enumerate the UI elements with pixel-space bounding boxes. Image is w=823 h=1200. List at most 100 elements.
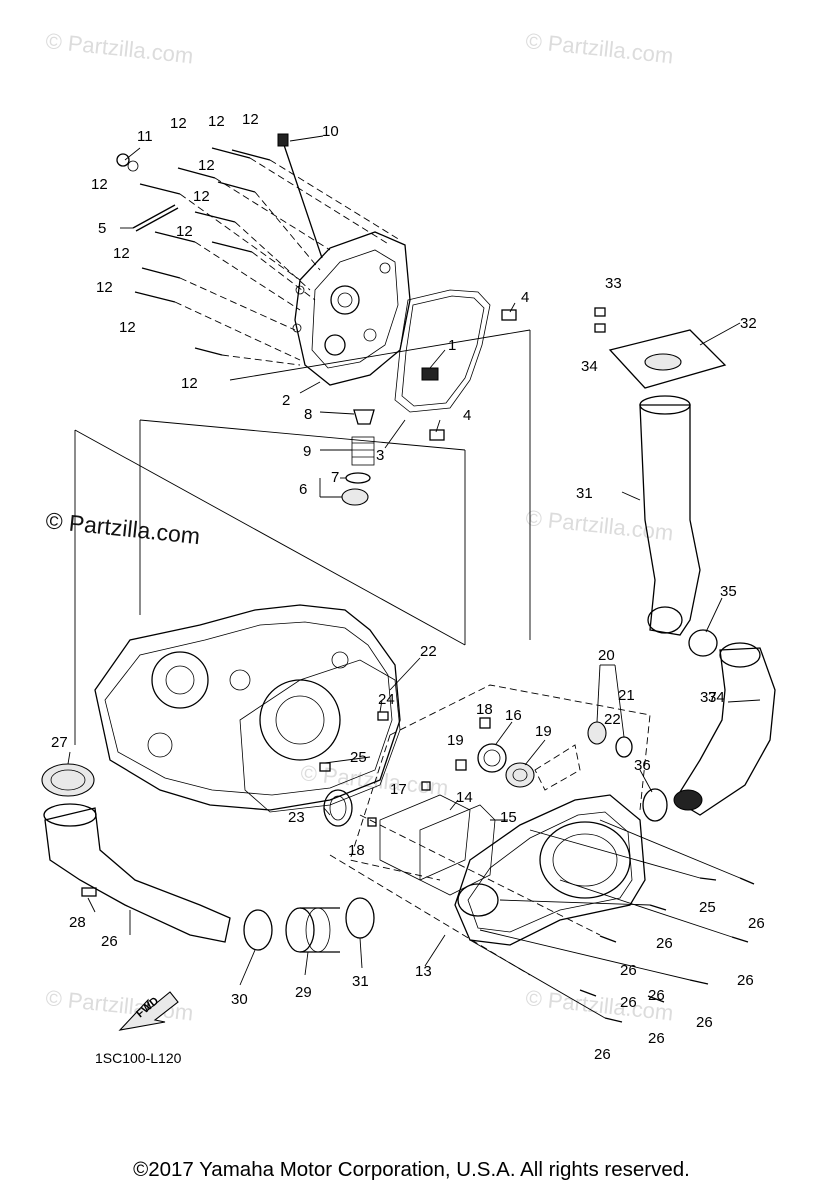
callout: 12: [193, 188, 210, 205]
dipstick: [277, 133, 323, 259]
callout: 26: [648, 1030, 665, 1047]
dowel-pins: [429, 309, 517, 441]
callout: 26: [737, 972, 754, 989]
duct-28: [41, 763, 95, 797]
callout: 31: [352, 973, 369, 990]
callout: 25: [699, 899, 716, 916]
callout: 34: [581, 358, 598, 375]
callouts: 1 2 3 4 4 5 6 7 8 9 10 11 12 12 12 12 12…: [51, 111, 765, 1063]
callout: 9: [303, 443, 311, 460]
callout: 12: [181, 375, 198, 392]
watermark: © Partzilla.com: [299, 760, 449, 800]
callout: 26: [620, 994, 637, 1011]
clamp-31: [243, 897, 375, 951]
bolt-29: [81, 887, 97, 897]
callout: 3: [376, 447, 384, 464]
callout: 19: [447, 732, 464, 749]
callout: 12: [208, 113, 225, 130]
duct-32: [639, 395, 701, 636]
callout: 28: [69, 914, 86, 931]
callout: 12: [198, 157, 215, 174]
callout: 18: [348, 842, 365, 859]
callout: 6: [299, 481, 307, 498]
callout: 23: [288, 809, 305, 826]
callout: 14: [456, 789, 473, 806]
clamp-37: [642, 788, 668, 822]
callout: 22: [604, 711, 621, 728]
clamp-36: [688, 629, 718, 657]
callout: 29: [295, 984, 312, 1001]
callout: 8: [304, 406, 312, 423]
duct-30: [285, 907, 340, 953]
callout: 12: [91, 176, 108, 193]
oil-seal-24: [323, 789, 353, 827]
callout: 7: [331, 469, 339, 486]
callout: 26: [620, 962, 637, 979]
copyright-footer: ©2017 Yamaha Motor Corporation, U.S.A. A…: [133, 1158, 690, 1181]
callout: 12: [113, 245, 130, 262]
callout: 36: [634, 757, 651, 774]
callout: 1: [448, 337, 456, 354]
bolts-18: [367, 781, 431, 827]
callout: 17: [390, 781, 407, 798]
callout: 5: [98, 220, 106, 237]
callout: 34: [708, 689, 725, 706]
strainer-parts: [341, 409, 375, 506]
callout: 35: [720, 583, 737, 600]
callout: 16: [505, 707, 522, 724]
alignment-lines: [74, 329, 531, 745]
gasket-23: [239, 659, 401, 813]
leader-lines: [67, 135, 761, 986]
part-5: [132, 204, 179, 232]
callout: 22: [420, 643, 437, 660]
callout: 33: [605, 275, 622, 292]
watermark: © Partzilla.com: [524, 28, 674, 68]
bolts-12: [134, 147, 401, 366]
crankcase: [94, 604, 401, 811]
callout: 26: [696, 1014, 713, 1031]
panel-33: [608, 329, 727, 389]
gasket: [394, 289, 491, 413]
callout: 10: [322, 123, 339, 140]
bolts-26: [469, 819, 755, 1023]
callout: 13: [415, 963, 432, 980]
callout: 4: [463, 407, 471, 424]
callout: 18: [476, 701, 493, 718]
diagram-code: 1SC100-L120: [95, 1050, 182, 1066]
callout: 37: [700, 689, 717, 706]
watermark: © Partzilla.com: [524, 505, 674, 545]
part-17: [477, 743, 507, 773]
callout: 26: [748, 915, 765, 932]
callout: 12: [96, 279, 113, 296]
callout: 21: [618, 687, 635, 704]
callout: 31: [576, 485, 593, 502]
callout: 12: [176, 223, 193, 240]
clutch-cover: [454, 794, 646, 946]
callout: 30: [231, 991, 248, 1008]
bolts-34: [594, 307, 606, 333]
callout: 12: [242, 111, 259, 128]
callout: 15: [500, 809, 517, 826]
callout: 26: [656, 935, 673, 952]
callout: 26: [648, 987, 665, 1004]
callout: 26: [594, 1046, 611, 1063]
duct-35: [673, 642, 776, 816]
callout: 32: [740, 315, 757, 332]
callout: 19: [535, 723, 552, 740]
callout: 26: [101, 933, 118, 950]
callout: 12: [170, 115, 187, 132]
callout: 24: [378, 691, 395, 708]
plates-15: [379, 794, 496, 896]
part-11: [116, 153, 139, 172]
watermark: © Partzilla.com: [44, 28, 194, 68]
watermark-main: © Partzilla.com: [44, 507, 201, 549]
callout: 25: [350, 749, 367, 766]
bearing-20: [505, 744, 581, 791]
callout: 2: [282, 392, 290, 409]
callout: 12: [119, 319, 136, 336]
crankcase-cover: [292, 231, 411, 386]
duct-27: [43, 803, 231, 943]
cover-dash-box: [329, 684, 651, 976]
